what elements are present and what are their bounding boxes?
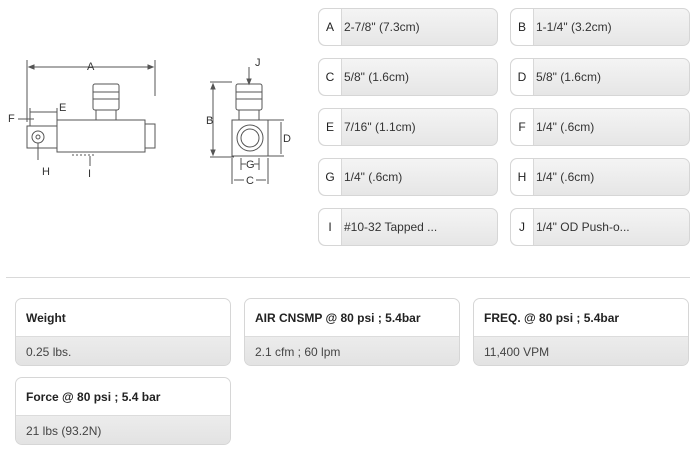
label-c: C [246, 175, 254, 187]
dimension-row: F 1/4" (.6cm) [510, 108, 690, 146]
dimension-row: G 1/4" (.6cm) [318, 158, 498, 196]
dimension-value: 2-7/8" (7.3cm) [344, 20, 420, 34]
spec-card-weight: Weight 0.25 lbs. [15, 298, 231, 366]
section-divider [6, 277, 690, 278]
spec-label: FREQ. @ 80 psi ; 5.4bar [474, 299, 688, 337]
dimension-letter: A [319, 9, 342, 45]
dimension-value: 7/16" (1.1cm) [344, 120, 416, 134]
label-g: G [246, 159, 255, 171]
spec-value: 2.1 cfm ; 60 lpm [245, 337, 459, 365]
dimension-letter: H [511, 159, 534, 195]
dimension-letter: C [319, 59, 342, 95]
dimension-value: 1/4" (.6cm) [536, 120, 595, 134]
dimension-row: A 2-7/8" (7.3cm) [318, 8, 498, 46]
dimension-letter: B [511, 9, 534, 45]
label-f: F [8, 113, 15, 125]
dimension-value: 5/8" (1.6cm) [536, 70, 601, 84]
dimension-letter: D [511, 59, 534, 95]
spec-card-air-consumption: AIR CNSMP @ 80 psi ; 5.4bar 2.1 cfm ; 60… [244, 298, 460, 366]
label-h: H [42, 166, 50, 178]
spec-value: 11,400 VPM [474, 337, 688, 365]
vibrator-drawing: A E F H I J B D G C [8, 57, 291, 187]
spec-card-frequency: FREQ. @ 80 psi ; 5.4bar 11,400 VPM [473, 298, 689, 366]
dimension-letter: E [319, 109, 342, 145]
spec-value: 0.25 lbs. [16, 337, 230, 365]
dimension-letter: G [319, 159, 342, 195]
dimension-value: 1/4" (.6cm) [536, 170, 595, 184]
dimension-row[interactable]: J 1/4" OD Push-o... [510, 208, 690, 246]
label-a: A [87, 61, 95, 73]
spec-label: Force @ 80 psi ; 5.4 bar [16, 378, 230, 416]
label-e: E [59, 102, 66, 114]
dimension-row: E 7/16" (1.1cm) [318, 108, 498, 146]
spec-value: 21 lbs (93.2N) [16, 416, 230, 444]
dimension-row[interactable]: I #10-32 Tapped ... [318, 208, 498, 246]
spec-label: AIR CNSMP @ 80 psi ; 5.4bar [245, 299, 459, 337]
label-d: D [283, 133, 291, 145]
dimension-row: H 1/4" (.6cm) [510, 158, 690, 196]
dimension-letter: F [511, 109, 534, 145]
dimension-value: 5/8" (1.6cm) [344, 70, 409, 84]
spec-card-force: Force @ 80 psi ; 5.4 bar 21 lbs (93.2N) [15, 377, 231, 445]
label-j: J [255, 57, 261, 69]
spec-label: Weight [16, 299, 230, 337]
dimension-letter: I [319, 209, 342, 245]
dimension-value: 1/4" OD Push-o... [536, 220, 630, 234]
dimension-value: #10-32 Tapped ... [344, 220, 438, 234]
label-i: I [88, 168, 91, 180]
dimension-row: C 5/8" (1.6cm) [318, 58, 498, 96]
dimension-diagram: A E F H I J B D G C [0, 0, 310, 270]
dimension-letter: J [511, 209, 534, 245]
dimension-value: 1/4" (.6cm) [344, 170, 403, 184]
dimension-row: B 1-1/4" (3.2cm) [510, 8, 690, 46]
label-b: B [206, 115, 213, 127]
dimension-row: D 5/8" (1.6cm) [510, 58, 690, 96]
dimension-value: 1-1/4" (3.2cm) [536, 20, 612, 34]
